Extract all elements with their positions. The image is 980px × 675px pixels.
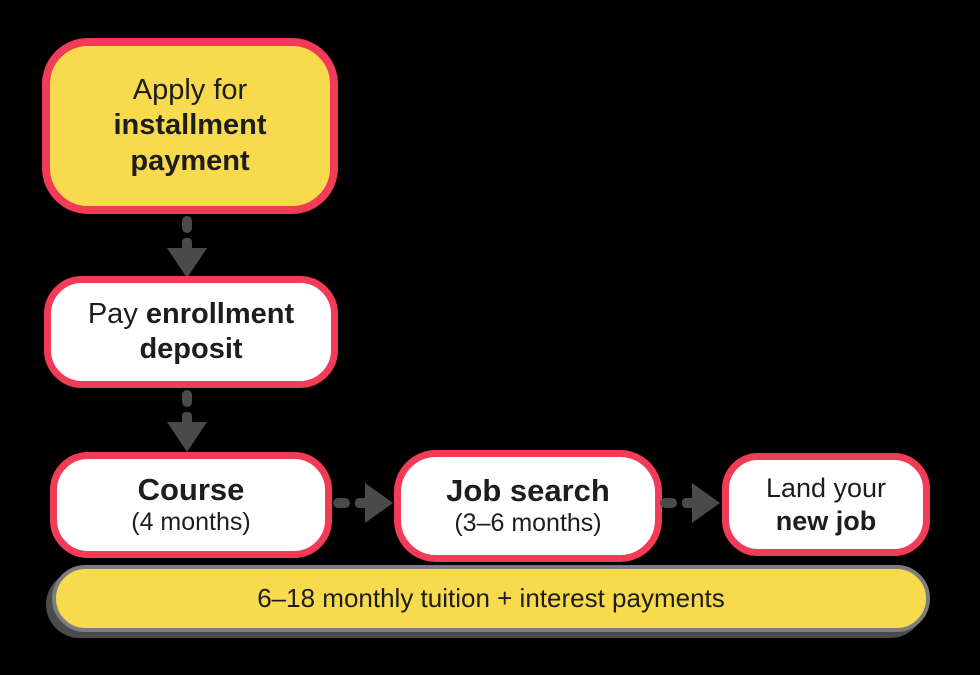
node-job-search-subtitle: (3–6 months) [454, 509, 602, 538]
node-deposit-line1: Pay enrollment [88, 297, 294, 332]
node-course-subtitle: (4 months) [131, 508, 251, 537]
arrow-right-icon [660, 483, 720, 523]
tuition-payments-banner: 6–18 monthly tuition + interest payments [52, 565, 930, 632]
node-land-job-line2: new job [775, 505, 877, 536]
node-deposit-line2: deposit [139, 333, 243, 365]
node-land-job-line1: Land your [765, 472, 887, 503]
node-pay-enrollment-deposit: Pay enrollment deposit [44, 276, 338, 388]
node-deposit-line1-regular: Pay [87, 297, 138, 330]
arrow-down-icon [167, 390, 207, 452]
arrow-right-icon [333, 483, 393, 523]
node-course: Course (4 months) [50, 452, 332, 558]
arrow-down-icon [167, 216, 207, 278]
tuition-payments-banner-label: 6–18 monthly tuition + interest payments [257, 583, 725, 613]
node-course-title: Course [137, 471, 245, 507]
node-apply-line1: Apply for [132, 73, 248, 106]
node-job-search: Job search (3–6 months) [394, 450, 662, 562]
node-land-your-new-job: Land your new job [722, 453, 930, 556]
node-deposit-line1-bold: enrollment [145, 297, 295, 330]
node-job-search-title: Job search [446, 472, 610, 508]
node-apply-installment-payment: Apply for installment payment [42, 38, 338, 214]
node-apply-line3: payment [130, 144, 250, 177]
node-apply-line2: installment [113, 109, 267, 142]
